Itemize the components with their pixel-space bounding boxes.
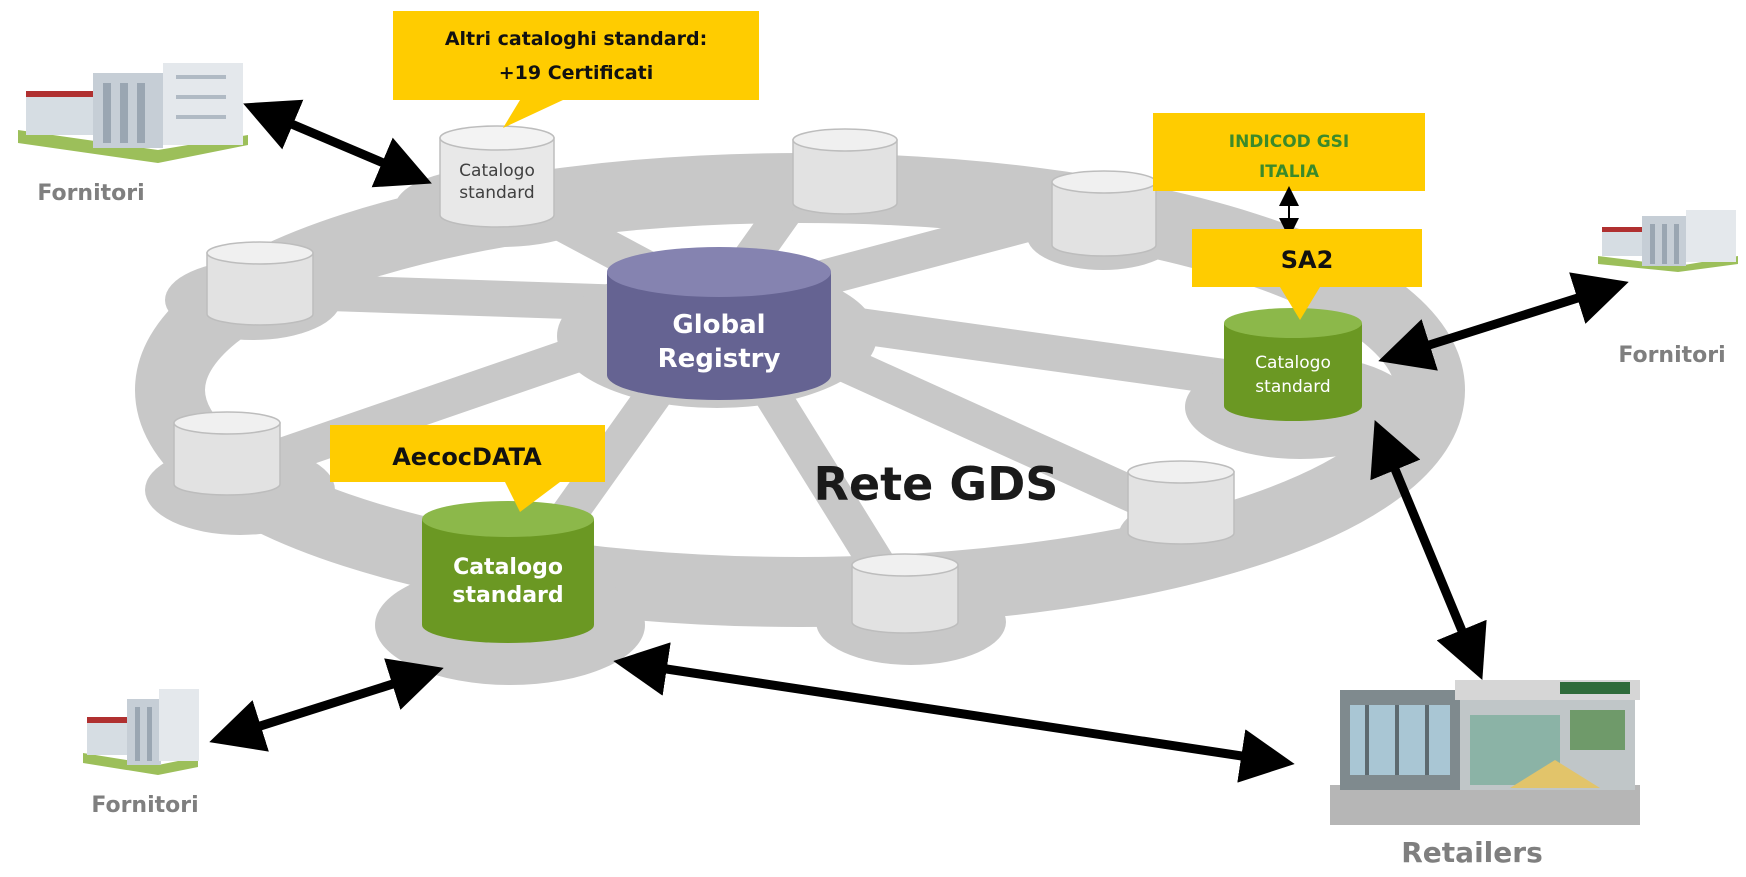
callout-altri-line2: +19 Certificati <box>499 62 654 84</box>
database-icon <box>173 411 281 496</box>
catalog-aecoc-line2: standard <box>452 583 563 608</box>
database-icon <box>851 553 959 634</box>
global-registry-line2: Registry <box>658 344 781 374</box>
supplier-building-image <box>18 63 248 163</box>
catalog-node-sa2: Catalogo standard <box>1224 308 1362 421</box>
node-cylinders <box>173 128 1235 634</box>
catalog-label-line1: Catalogo <box>459 161 535 181</box>
callout-sa2-text: SA2 <box>1281 246 1334 274</box>
catalog-sa2-line1: Catalogo <box>1255 353 1331 373</box>
callout-aecoc-text: AecocDATA <box>392 443 542 471</box>
label-fornitori-topleft: Fornitori <box>37 181 144 206</box>
exchange-arrows <box>209 99 1629 783</box>
catalog-label-line2: standard <box>459 183 534 203</box>
catalog-aecoc-line1: Catalogo <box>453 555 563 580</box>
label-retailers: Retailers <box>1401 836 1543 869</box>
database-icon <box>206 241 314 326</box>
retailer-store-image <box>1330 680 1640 825</box>
database-icon <box>1127 460 1235 545</box>
arrow-retailers-aecoc <box>613 642 1295 783</box>
callout-indicod-line2: ITALIA <box>1259 162 1320 182</box>
supplier-building-image <box>83 689 199 775</box>
arrow-fornitori-topleft <box>243 99 432 188</box>
catalog-node-gray: Catalogo standard <box>439 125 555 228</box>
arrow-retailers-sa2 <box>1370 420 1487 680</box>
callout-altri-line1: Altri cataloghi standard: <box>445 28 707 50</box>
label-fornitori-right: Fornitori <box>1618 343 1725 368</box>
supplier-building-image <box>1598 210 1738 272</box>
network-title: Rete GDS <box>814 457 1059 511</box>
party-labels: Fornitori Fornitori Fornitori Retailers <box>37 181 1725 869</box>
arrow-fornitori-bottomleft <box>209 658 444 752</box>
callout-indicod: INDICOD GSI ITALIA <box>1153 113 1425 191</box>
database-icon <box>1051 170 1157 257</box>
database-icon <box>792 128 898 215</box>
callout-aecocdata: AecocDATA <box>330 425 605 512</box>
label-fornitori-bottomleft: Fornitori <box>91 793 198 818</box>
callout-altri-cataloghi: Altri cataloghi standard: +19 Certificat… <box>393 11 759 128</box>
callout-indicod-line1: INDICOD GSI <box>1229 132 1349 152</box>
catalog-node-aecoc: Catalogo standard <box>422 501 594 643</box>
global-registry-line1: Global <box>672 310 765 340</box>
arrow-fornitori-right <box>1378 272 1629 371</box>
catalog-sa2-line2: standard <box>1255 377 1330 397</box>
global-registry-node: Global Registry <box>607 247 831 400</box>
callout-sa2: SA2 <box>1192 229 1422 320</box>
